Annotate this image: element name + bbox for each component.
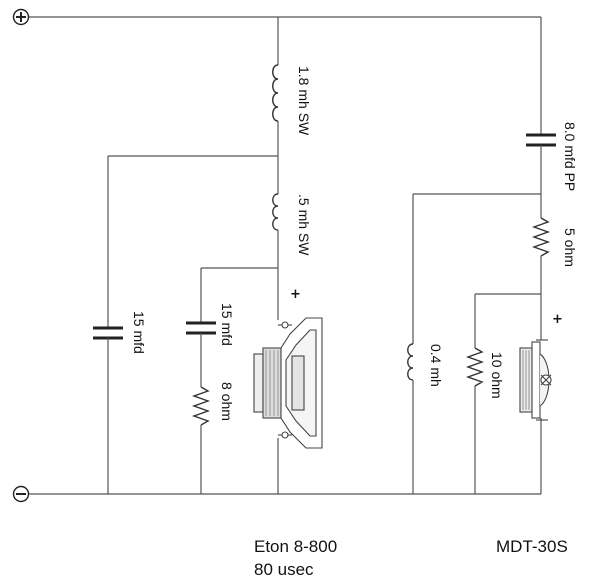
- woofer-model-label: Eton 8-800: [254, 537, 337, 556]
- woofer-note-label: 80 usec: [254, 560, 314, 579]
- capacitor-8mfd-pp-label: 8.0 mfd PP: [562, 122, 578, 191]
- resistor-5ohm-label: 5 ohm: [562, 228, 578, 267]
- inductor-1-8mh-label: 1.8 mh SW: [296, 66, 312, 136]
- inductor-0-4mh-label: 0.4 mh: [428, 344, 444, 387]
- inductor-0-5mh: [272, 193, 279, 231]
- capacitor-15mfd-1: [93, 326, 123, 340]
- capacitor-15mfd-1-label: 15 mfd: [131, 311, 147, 354]
- inductor-1-8mh: [272, 64, 279, 122]
- tweeter-driver: [519, 339, 552, 421]
- woofer-polarity-mark: +: [290, 287, 301, 302]
- woofer-driver: [253, 317, 323, 449]
- inductor-0-5mh-label: .5 mh SW: [296, 194, 312, 256]
- capacitor-8mfd-pp: [526, 133, 556, 147]
- positive-terminal: [12, 8, 30, 26]
- inductor-0-4mh: [407, 343, 414, 381]
- tweeter-polarity-mark: +: [552, 312, 563, 327]
- resistor-10ohm-label: 10 ohm: [489, 352, 505, 399]
- resistor-5ohm: [531, 217, 551, 257]
- resistor-10ohm: [465, 347, 485, 387]
- tweeter-model-label: MDT-30S: [496, 537, 568, 556]
- capacitor-15mfd-2-label: 15 mfd: [219, 303, 235, 346]
- resistor-8ohm: [191, 386, 211, 426]
- capacitor-15mfd-2: [186, 321, 216, 335]
- negative-terminal: [12, 485, 30, 503]
- resistor-8ohm-label: 8 ohm: [219, 382, 235, 421]
